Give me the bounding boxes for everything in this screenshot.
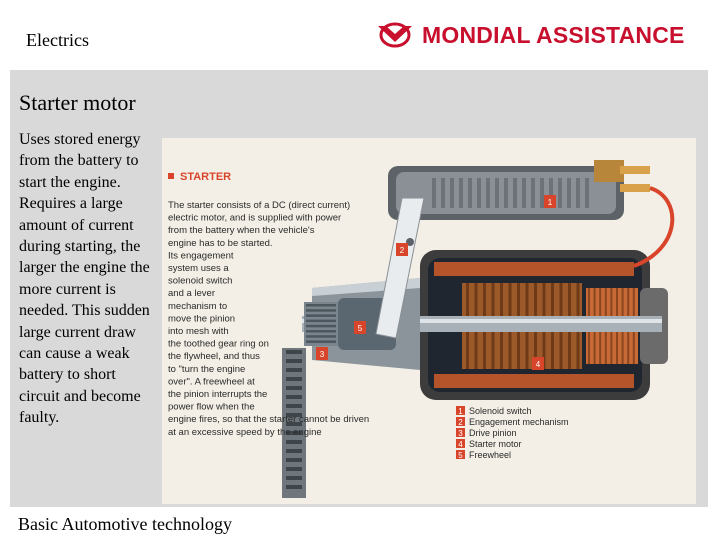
callout-marker bbox=[396, 243, 408, 256]
caption-line: into mesh with bbox=[168, 326, 229, 337]
callout-marker bbox=[354, 321, 366, 334]
figure-heading: STARTER bbox=[180, 171, 231, 183]
mondial-assistance-logo: MONDIAL ASSISTANCE bbox=[376, 20, 685, 50]
caption-line: from the battery when the vehicle's bbox=[168, 225, 315, 236]
caption-line: power flow when the bbox=[168, 402, 255, 413]
logo-text: MONDIAL ASSISTANCE bbox=[422, 21, 685, 48]
starter-motor-diagram: STARTER The starter consists of a DC (di… bbox=[162, 138, 696, 504]
logo-emblem-icon bbox=[378, 22, 412, 48]
legend-number-box bbox=[456, 428, 465, 437]
callout-marker bbox=[544, 195, 556, 208]
caption-line: engine fires, so that the starter cannot… bbox=[168, 414, 369, 425]
legend-number: 2 bbox=[458, 418, 463, 427]
legend-label: Starter motor bbox=[469, 439, 522, 449]
body-text: Uses stored energy from the battery to s… bbox=[19, 131, 150, 427]
caption-line: over". A freewheel at bbox=[168, 376, 255, 387]
legend-number: 4 bbox=[458, 440, 463, 449]
legend-number-box bbox=[456, 450, 465, 459]
legend-number: 3 bbox=[458, 429, 463, 438]
callout-number: 5 bbox=[358, 324, 363, 333]
caption-line: the toothed gear ring on bbox=[168, 339, 269, 350]
caption-line: at an excessive speed by the engine bbox=[168, 427, 322, 438]
caption-line: move the pinion bbox=[168, 313, 235, 324]
slide-title: Starter motor bbox=[19, 90, 136, 115]
legend-number: 5 bbox=[458, 451, 463, 460]
caption-line: The starter consists of a DC (direct cur… bbox=[168, 200, 350, 211]
legend-number-box bbox=[456, 439, 465, 448]
caption-line: the flywheel, and thus bbox=[168, 351, 260, 362]
starter-motor-illustration: STARTER The starter consists of a DC (di… bbox=[168, 160, 675, 498]
legend-label: Solenoid switch bbox=[469, 406, 532, 416]
legend-label: Drive pinion bbox=[469, 428, 517, 438]
caption-line: solenoid switch bbox=[168, 276, 232, 287]
callout-number: 4 bbox=[536, 360, 541, 369]
caption-line: the pinion interrupts the bbox=[168, 389, 267, 400]
legend-number-box bbox=[456, 417, 465, 426]
heading-marker-icon bbox=[168, 173, 174, 179]
callout-marker bbox=[316, 347, 328, 360]
callout-number: 2 bbox=[400, 246, 405, 255]
caption-line: to "turn the engine bbox=[168, 364, 245, 375]
callout-marker bbox=[532, 357, 544, 370]
legend-label: Freewheel bbox=[469, 450, 511, 460]
caption-line: system uses a bbox=[168, 263, 229, 274]
legend-label: Engagement mechanism bbox=[469, 417, 569, 427]
legend-number-box bbox=[456, 406, 465, 415]
section-title: Electrics bbox=[26, 30, 89, 50]
caption-line: mechanism to bbox=[168, 301, 227, 312]
footer-text: Basic Automotive technology bbox=[18, 514, 232, 534]
callout-number: 3 bbox=[320, 350, 325, 359]
caption-line: electric motor, and is supplied with pow… bbox=[168, 213, 341, 224]
caption-line: engine has to be started. bbox=[168, 238, 273, 249]
callout-number: 1 bbox=[548, 198, 553, 207]
caption-line: Its engagement bbox=[168, 250, 234, 261]
caption-line: and a lever bbox=[168, 288, 215, 299]
legend-number: 1 bbox=[458, 407, 463, 416]
